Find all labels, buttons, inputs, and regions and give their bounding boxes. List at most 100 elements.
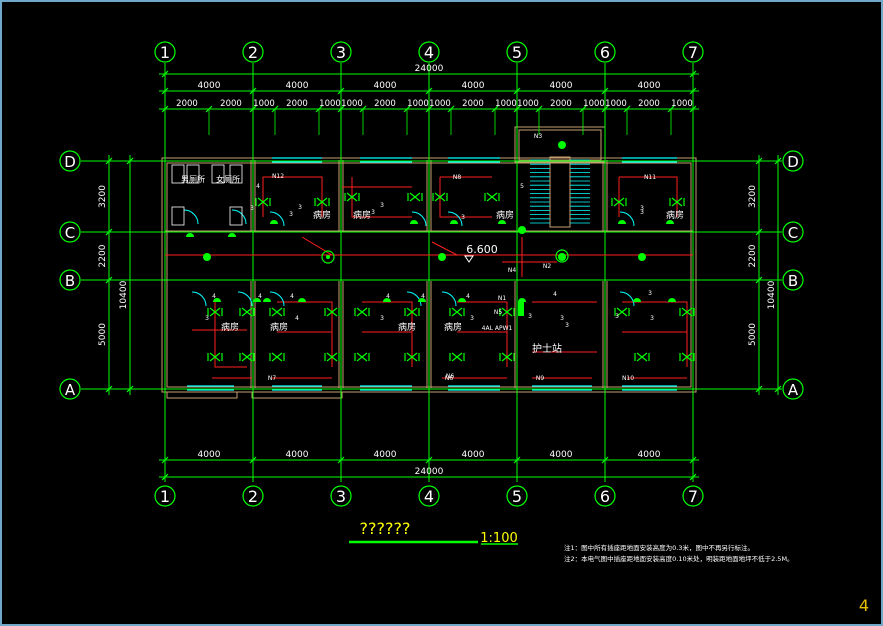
door-arc xyxy=(411,211,427,227)
fan-icon xyxy=(321,250,335,264)
axis-bubble xyxy=(59,378,81,400)
axis-bubble xyxy=(782,269,804,291)
axis-bubble xyxy=(594,41,616,63)
axis-bubble xyxy=(418,485,440,507)
fluorescent-lamp-icon xyxy=(449,307,465,317)
circuit-label: 3 xyxy=(461,214,465,221)
dim-sub-top: 1000 xyxy=(495,99,517,109)
note-line: 注1：图中所有插座距地面安装高度为0.3米，图中不再另行标注。 xyxy=(564,543,754,552)
room-label-ward: 病房 xyxy=(496,209,514,221)
socket-icon xyxy=(270,220,278,224)
socket-icon xyxy=(383,298,391,302)
circuit-label: 3 xyxy=(528,313,532,320)
room-label-ward: 病房 xyxy=(313,209,331,221)
door-arc xyxy=(183,209,199,225)
door-arc xyxy=(237,291,253,307)
fluorescent-lamp-icon xyxy=(614,307,630,317)
circuit-label: N6 xyxy=(445,375,453,382)
wire xyxy=(263,176,323,217)
axis-bubble xyxy=(782,150,804,172)
wall xyxy=(549,156,571,228)
dim-tick xyxy=(774,157,782,165)
circuit-label: 3 xyxy=(650,315,654,322)
axis-bubble xyxy=(782,221,804,243)
circuit-label: 4 xyxy=(553,291,557,298)
circuit-label: N5 xyxy=(494,309,502,316)
axis-label: D xyxy=(787,153,799,171)
dim-tick xyxy=(755,276,763,284)
dim-tick xyxy=(755,385,763,393)
socket-icon xyxy=(410,220,418,224)
circuit-label: 4 xyxy=(295,315,299,322)
door-arc xyxy=(406,291,422,307)
dim-tick xyxy=(755,228,763,236)
door-arc xyxy=(269,291,285,307)
axis-label: A xyxy=(65,381,76,399)
dim-sub-top: 1000 xyxy=(253,99,275,109)
circuit-label: N4 xyxy=(508,267,516,274)
axis-bubble xyxy=(782,378,804,400)
box-label: 4AL APW1 xyxy=(482,325,513,332)
dim-tick xyxy=(513,87,521,95)
toilet-stall xyxy=(171,206,185,226)
dim-bay-bottom: 4000 xyxy=(198,450,221,460)
circuit-label: 4 xyxy=(466,293,470,300)
dim-bay-top: 4000 xyxy=(462,81,485,91)
circuit-label: 4 xyxy=(258,293,262,300)
socket-icon xyxy=(298,298,306,302)
fluorescent-lamp-icon xyxy=(407,192,423,202)
dim-bay-top: 4000 xyxy=(638,81,661,91)
axis-bubble xyxy=(330,41,352,63)
dim-sub-top: 1000 xyxy=(407,99,429,109)
fluorescent-lamp-icon xyxy=(239,352,255,362)
dim-total-v: 10400 xyxy=(119,280,129,309)
dim-tick xyxy=(105,276,113,284)
axis-label: 3 xyxy=(336,487,346,506)
room-label-ward: 病房 xyxy=(398,321,416,333)
socket-icon xyxy=(498,220,506,224)
axis-bubble xyxy=(594,485,616,507)
circuit-label: 3 xyxy=(298,204,302,211)
dim-sub-top: 1000 xyxy=(319,99,341,109)
fluorescent-lamp-icon xyxy=(354,307,370,317)
dim-tick xyxy=(755,157,763,165)
wire xyxy=(214,302,247,368)
socket-icon xyxy=(633,298,641,302)
dim-tick xyxy=(161,87,169,95)
room-label-ward: 病房 xyxy=(353,209,371,221)
dim-tick xyxy=(425,87,433,95)
dim-tick xyxy=(126,157,134,165)
fluorescent-lamp-icon xyxy=(404,352,420,362)
dim-row: 5000 xyxy=(748,323,758,346)
wall xyxy=(166,391,238,399)
dim-tick xyxy=(105,228,113,236)
wire xyxy=(277,301,333,367)
elevation-label: 6.600 xyxy=(466,243,498,256)
dim-tick xyxy=(249,87,257,95)
axis-bubble xyxy=(154,41,176,63)
wire xyxy=(362,301,413,367)
dim-tick xyxy=(513,456,521,464)
circuit-label: N2 xyxy=(543,263,551,270)
toilet-stall xyxy=(186,164,200,184)
dim-total-top: 24000 xyxy=(415,64,444,74)
distribution-box xyxy=(518,302,524,316)
dim-bay-bottom: 4000 xyxy=(550,450,573,460)
fluorescent-lamp-icon xyxy=(484,192,500,202)
wire xyxy=(301,236,333,256)
circuit-label: 3 xyxy=(640,205,644,212)
circuit-label: N7 xyxy=(268,375,276,382)
axis-label: C xyxy=(788,224,798,242)
axis-label: 2 xyxy=(248,487,258,506)
drawing-title: ?????? xyxy=(360,519,411,538)
wire xyxy=(431,241,458,256)
dim-row: 2200 xyxy=(748,244,758,267)
circuit-label: 3 xyxy=(560,315,564,322)
axis-label: D xyxy=(64,153,76,171)
socket-icon xyxy=(618,220,626,224)
circuit-label: 3 xyxy=(250,205,254,212)
wall xyxy=(251,391,343,399)
socket-icon xyxy=(186,233,194,237)
dim-sub-top: 1000 xyxy=(517,99,539,109)
